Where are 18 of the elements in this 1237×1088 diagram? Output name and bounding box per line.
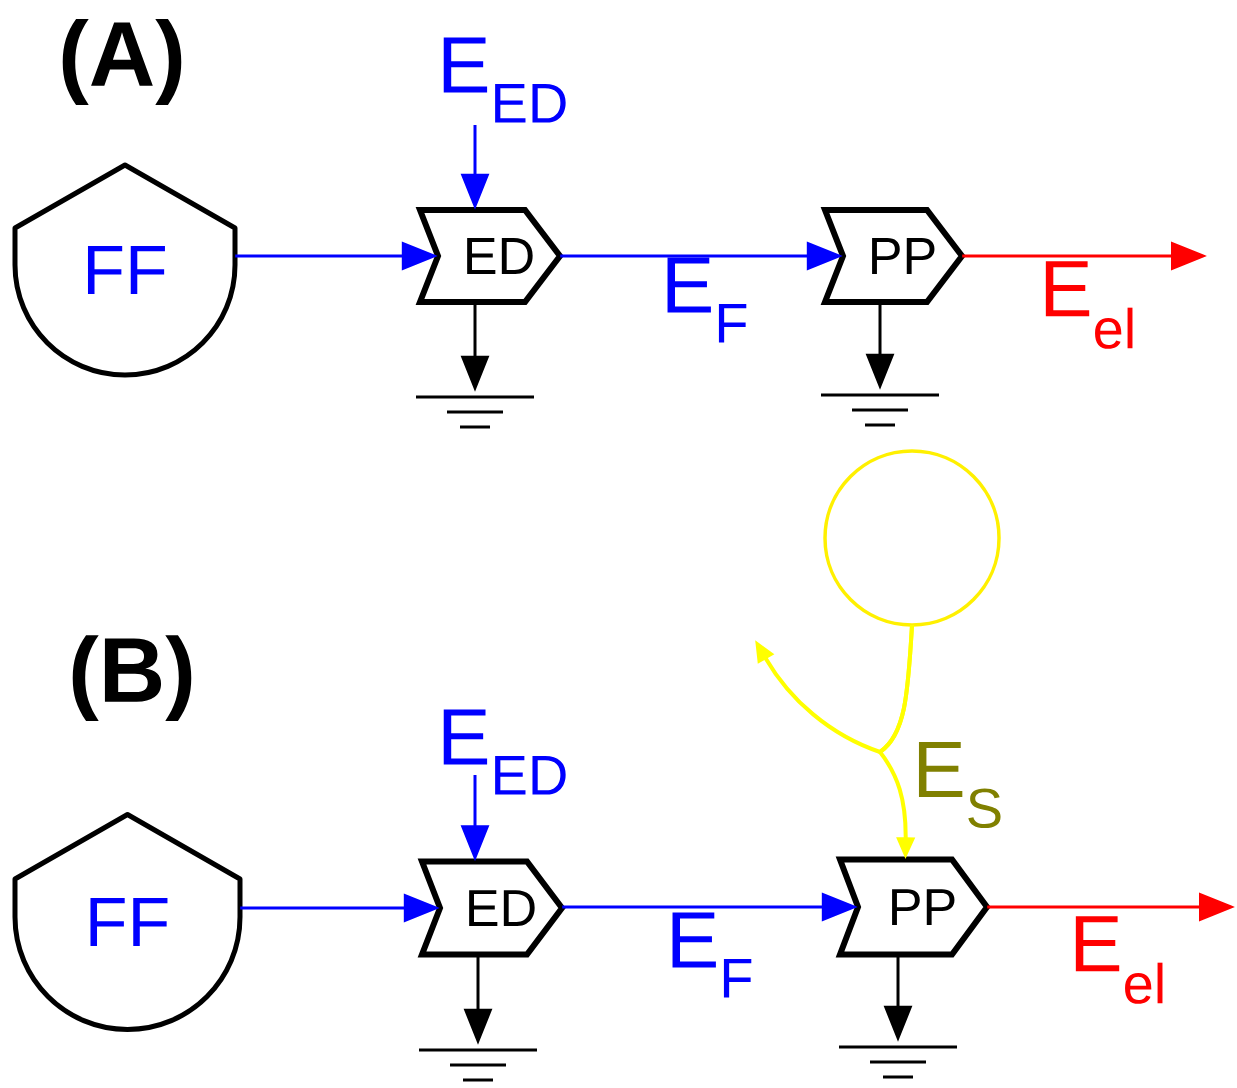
ground-symbol [819,393,941,427]
ground-symbol [837,1045,959,1079]
panel-label: (A) [62,19,182,105]
edge-label: E$_{ED}$ [443,37,566,123]
panel-label: (B) [72,635,192,721]
chevron-box: ED [417,858,566,958]
edge-label: E$_{F}$ [672,912,752,998]
ground-symbol [414,395,536,429]
edge-label: E$_{el}$ [1075,916,1163,1004]
edge-label: E$_{ED}$ [443,709,566,795]
edge-label: E$_{el}$ [1045,261,1133,349]
chevron-box: PP [820,207,966,305]
ground-symbol [417,1048,539,1082]
edge-label: E$_{S}$ [918,741,1001,829]
storage-circle [823,449,1001,627]
edge-label: E$_{F}$ [667,257,747,343]
chevron-box: PP [835,856,991,958]
chevron-box: ED [415,207,564,305]
